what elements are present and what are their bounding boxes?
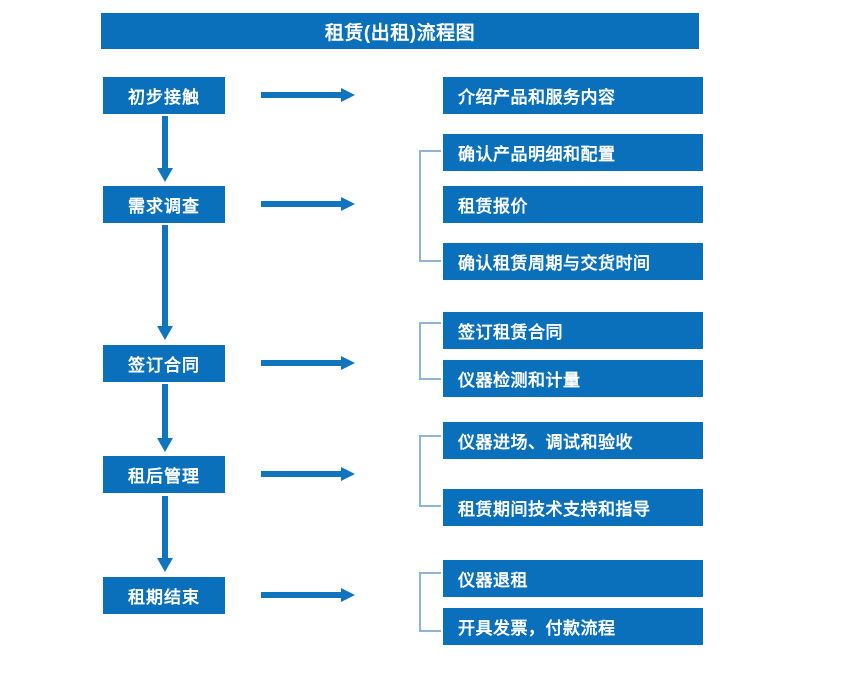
detail-box-instrument-testing[interactable]: 仪器检测和计量 [443, 360, 703, 397]
down-arrow-3 [154, 384, 176, 454]
detail-box-confirm-lease-period[interactable]: 确认租赁周期与交货时间 [443, 243, 703, 280]
detail-box-rental-quotation[interactable]: 租赁报价 [443, 186, 703, 223]
right-arrow-3 [261, 356, 356, 370]
detail-box-confirm-product-details[interactable]: 确认产品明细和配置 [443, 134, 703, 171]
down-arrow-2 [154, 225, 176, 342]
right-arrow-1 [261, 88, 356, 102]
detail-box-sign-lease-agreement[interactable]: 签订租赁合同 [443, 312, 703, 349]
detail-box-instrument-return[interactable]: 仪器退租 [443, 560, 703, 597]
stage-box-needs-survey[interactable]: 需求调查 [103, 186, 225, 223]
group-bracket-4 [419, 435, 441, 507]
stage-box-sign-contract[interactable]: 签订合同 [103, 345, 225, 382]
group-bracket-3 [419, 322, 441, 380]
group-bracket-2 [419, 150, 441, 262]
diagram-title: 租赁(出租)流程图 [101, 13, 699, 49]
detail-box-instrument-installation[interactable]: 仪器进场、调试和验收 [443, 422, 703, 459]
detail-box-technical-support[interactable]: 租赁期间技术支持和指导 [443, 489, 703, 526]
down-arrow-1 [154, 116, 176, 184]
group-bracket-5 [419, 572, 441, 632]
stage-box-post-rental-management[interactable]: 租后管理 [103, 456, 225, 493]
right-arrow-4 [261, 467, 356, 481]
stage-box-lease-end[interactable]: 租期结束 [103, 577, 225, 614]
down-arrow-4 [154, 496, 176, 574]
right-arrow-2 [261, 197, 356, 211]
right-arrow-5 [261, 588, 356, 602]
stage-box-initial-contact[interactable]: 初步接触 [103, 77, 225, 114]
detail-box-introduce-products[interactable]: 介绍产品和服务内容 [443, 77, 703, 114]
detail-box-invoice-payment[interactable]: 开具发票，付款流程 [443, 608, 703, 645]
